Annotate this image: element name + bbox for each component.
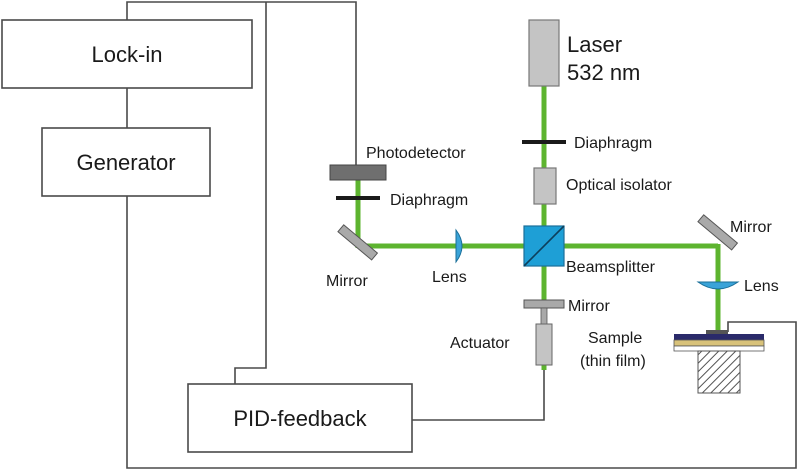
actuator-label: Actuator — [450, 335, 510, 352]
sample-label-line2: (thin film) — [580, 353, 646, 370]
isolator-label: Optical isolator — [566, 177, 672, 194]
mirror-right: Mirror — [697, 214, 772, 251]
photodetector-icon — [329, 164, 387, 181]
wire-photodetector-loop — [126, 1, 357, 165]
mirror-left: Mirror — [326, 224, 379, 290]
signal-wires — [126, 1, 797, 469]
laser-icon — [528, 19, 560, 87]
mirror-icon — [523, 299, 565, 309]
lens-icon — [455, 228, 463, 264]
actuator-icon — [535, 323, 553, 366]
mirror-bottom-label: Mirror — [568, 298, 610, 315]
laser-source: Laser 532 nm — [528, 19, 640, 87]
diaphragm-top-label: Diaphragm — [574, 135, 652, 152]
sample-label-line1: Sample — [588, 330, 642, 347]
lens-right-label: Lens — [744, 278, 779, 295]
lens-left: Lens — [432, 228, 467, 286]
beamsplitter-label: Beamsplitter — [566, 259, 656, 276]
wire-pid-actuator — [412, 370, 545, 421]
diaphragm-left-label: Diaphragm — [390, 192, 468, 209]
sample-layer-bottom — [673, 345, 765, 352]
wire-generator-sample — [126, 196, 797, 469]
diaphragm-left: Diaphragm — [336, 192, 468, 209]
lens-right: Lens — [696, 278, 779, 295]
lens-left-label: Lens — [432, 269, 467, 286]
beamsplitter: Beamsplitter — [523, 225, 656, 276]
diaphragm-top: Diaphragm — [522, 135, 652, 152]
generator-label: Generator — [76, 150, 175, 175]
sample-layer-middle — [673, 339, 765, 347]
actuator: Actuator — [450, 307, 553, 366]
lockin-label: Lock-in — [92, 42, 163, 67]
mirror-icon — [697, 214, 739, 251]
sample-holder — [697, 350, 741, 394]
lens-icon — [696, 281, 740, 290]
generator-block: Generator — [41, 127, 211, 197]
sample-contact — [706, 330, 728, 334]
optical-isolator: Optical isolator — [533, 167, 672, 205]
photodetector: Photodetector — [329, 145, 466, 181]
pid-feedback-block: PID-feedback — [187, 383, 413, 453]
mirror-left-label: Mirror — [326, 273, 368, 290]
wire-lockin-pid — [234, 2, 267, 384]
mirror-bottom: Mirror — [523, 298, 610, 315]
mirror-icon — [337, 224, 379, 261]
mirror-right-label: Mirror — [730, 219, 772, 236]
photodetector-label: Photodetector — [366, 145, 466, 162]
laser-label-line1: Laser — [567, 32, 622, 57]
diaphragm-icon — [336, 196, 380, 200]
sample-layer-top — [674, 334, 764, 340]
isolator-icon — [533, 167, 557, 205]
laser-label-line2: 532 nm — [567, 60, 640, 85]
pid-feedback-label: PID-feedback — [233, 406, 367, 431]
sample: Sample (thin film) — [580, 330, 765, 394]
diaphragm-icon — [522, 140, 566, 144]
actuator-rod — [540, 307, 548, 325]
lockin-block: Lock-in — [1, 19, 253, 89]
